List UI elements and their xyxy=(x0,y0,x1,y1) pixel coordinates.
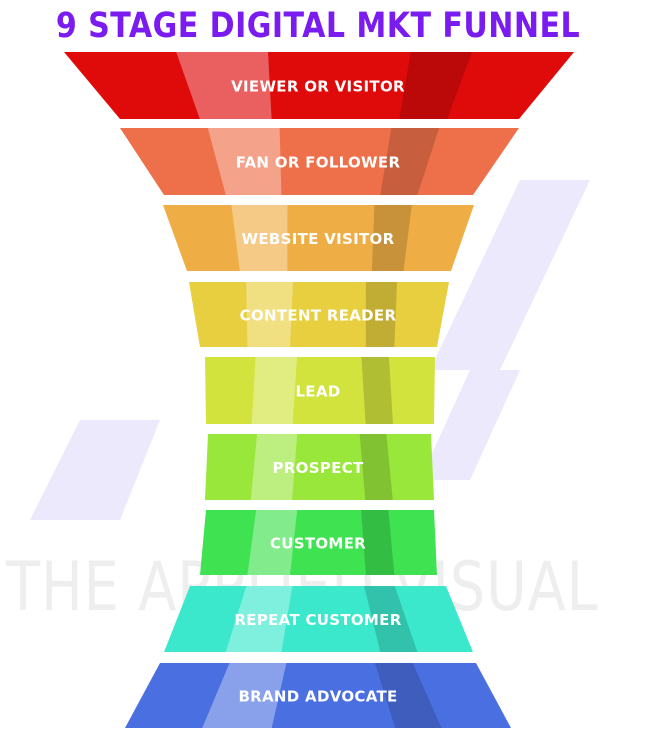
stage-highlight xyxy=(231,205,288,271)
funnel-stage: CUSTOMER xyxy=(200,510,437,575)
background-shape-3 xyxy=(30,420,160,520)
funnel-stage-band xyxy=(164,586,473,652)
stage-shade xyxy=(374,663,442,728)
funnel-stage-band xyxy=(205,357,435,424)
stage-shade xyxy=(371,205,412,271)
funnel-stage-label: CONTENT READER xyxy=(240,307,397,325)
funnel-stage-band xyxy=(64,52,574,119)
funnel-stage: FAN OR FOLLOWER xyxy=(120,128,519,195)
funnel-stage-band xyxy=(200,510,437,575)
funnel-stage: LEAD xyxy=(205,357,435,424)
stage-shade xyxy=(365,282,397,347)
funnel-stage-label: PROSPECT xyxy=(273,459,364,477)
funnel-stage: REPEAT CUSTOMER xyxy=(164,586,473,652)
stage-shade xyxy=(364,586,418,652)
funnel-stage: VIEWER OR VISITOR xyxy=(64,52,574,119)
funnel-stage-band xyxy=(120,128,519,195)
funnel-stage-label: LEAD xyxy=(295,383,340,401)
stage-shade xyxy=(399,52,472,119)
funnel-stage-label: WEBSITE VISITOR xyxy=(242,230,395,248)
stage-highlight xyxy=(176,52,272,119)
stage-highlight xyxy=(207,128,282,195)
funnel-stage-label: FAN OR FOLLOWER xyxy=(236,154,401,172)
stage-shade xyxy=(361,357,393,424)
stage-highlight xyxy=(246,282,293,347)
funnel-stage-label: CUSTOMER xyxy=(270,535,366,553)
stage-shade xyxy=(380,128,440,195)
funnel-stage: BRAND ADVOCATE xyxy=(125,663,511,728)
stage-highlight xyxy=(202,663,287,728)
funnel-stage: CONTENT READER xyxy=(189,282,449,347)
page-title: 9 STAGE DIGITAL MKT FUNNEL xyxy=(55,6,581,46)
funnel-stage-band xyxy=(205,434,434,500)
funnel-stage-label: REPEAT CUSTOMER xyxy=(234,611,401,629)
stage-highlight xyxy=(247,510,298,575)
stage-shade xyxy=(359,434,393,500)
funnel-stage-band xyxy=(163,205,474,271)
funnel-stage-band xyxy=(189,282,449,347)
funnel-stage: PROSPECT xyxy=(205,434,434,500)
funnel-stage-band xyxy=(125,663,511,728)
background-shape-1 xyxy=(430,180,590,370)
stage-shade xyxy=(361,510,395,575)
funnel-stage-label: VIEWER OR VISITOR xyxy=(231,78,405,96)
background-shape-2 xyxy=(420,370,520,480)
stage-highlight xyxy=(250,434,298,500)
funnel-stage-label: BRAND ADVOCATE xyxy=(238,688,397,706)
stage-highlight xyxy=(251,357,297,424)
stage-highlight xyxy=(225,586,293,652)
funnel-stage: WEBSITE VISITOR xyxy=(163,205,474,271)
